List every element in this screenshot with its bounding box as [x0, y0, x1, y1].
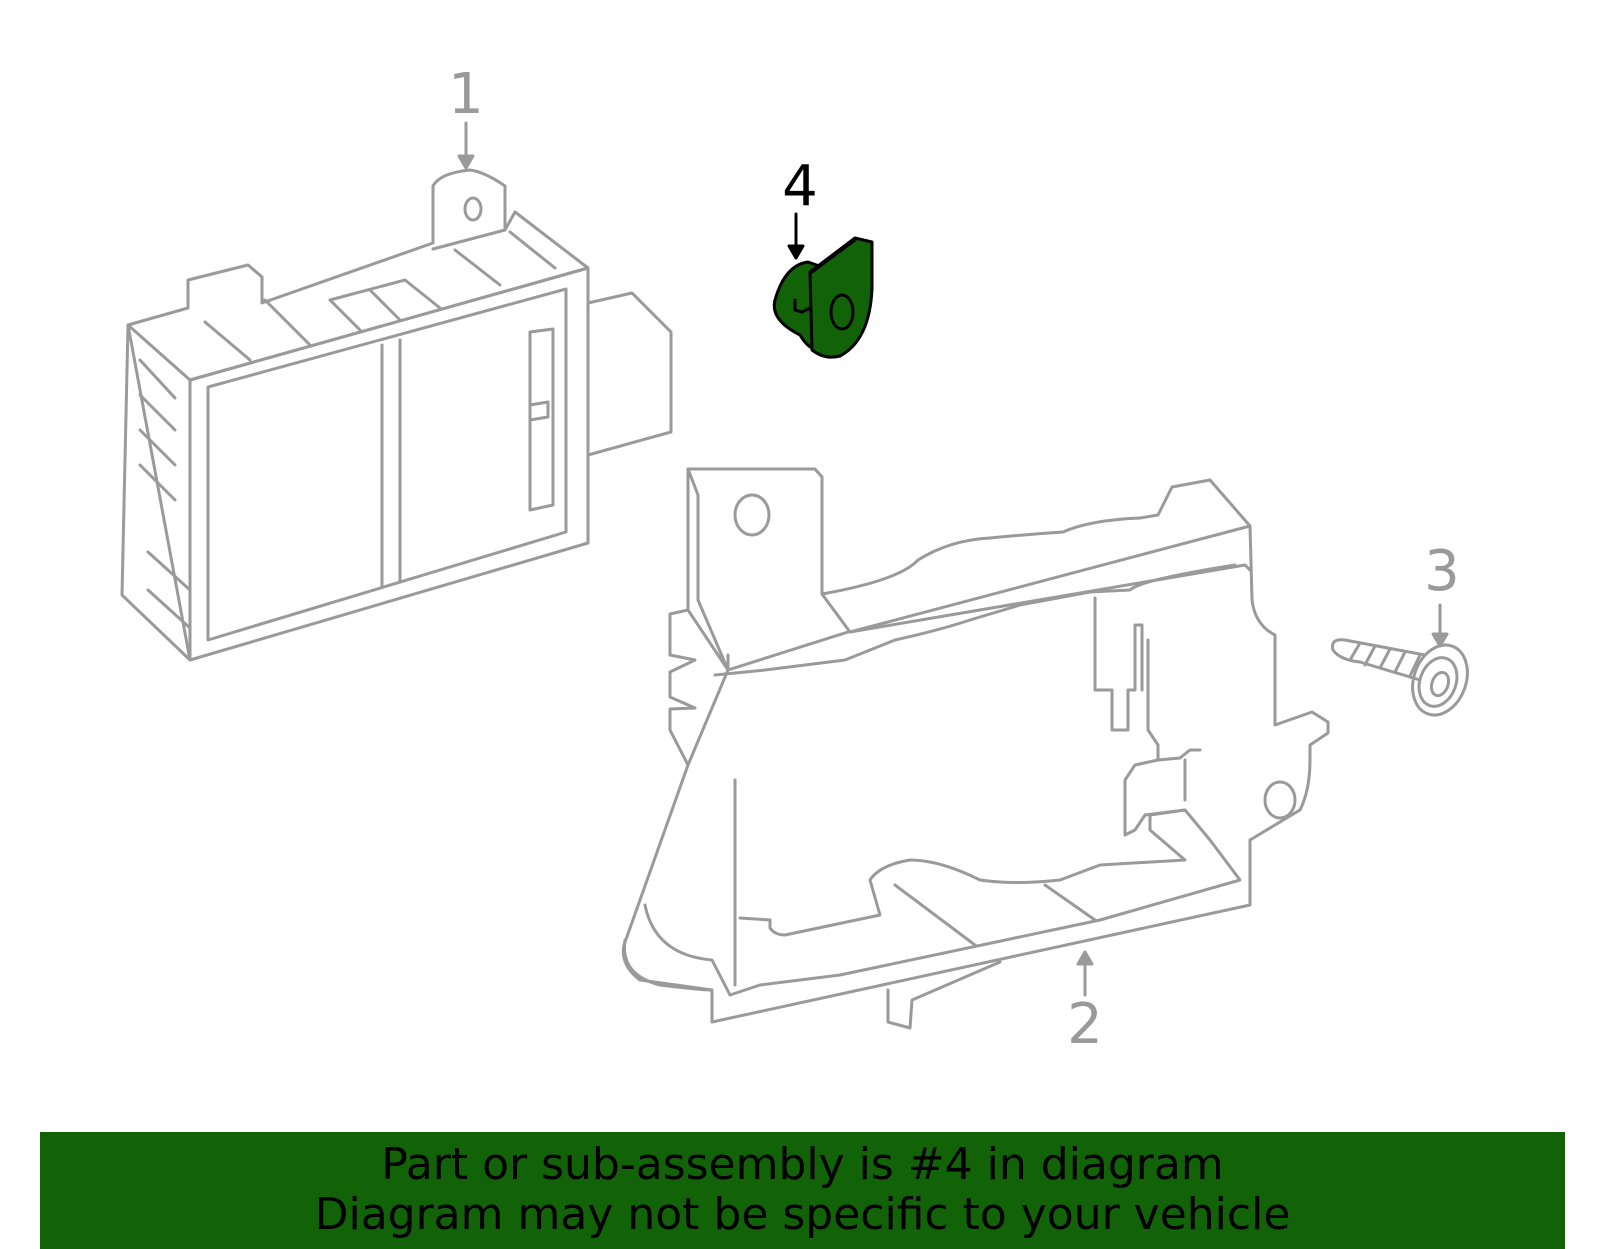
- banner-line-part-note: Part or sub-assembly is #4 in diagram: [381, 1139, 1224, 1190]
- callout-arrows: [457, 121, 1449, 997]
- arrow-3: [1431, 603, 1449, 648]
- arrow-2: [1076, 950, 1094, 997]
- arrow-4: [787, 212, 805, 260]
- arrow-1: [457, 121, 475, 170]
- callout-3: 3: [1424, 539, 1460, 604]
- mounting-bracket-icon: [621, 467, 1330, 1030]
- sensor-clip-icon: [772, 236, 874, 359]
- bolt-icon: [1331, 638, 1469, 717]
- callout-1: 1: [448, 62, 484, 127]
- callout-4: 4: [782, 154, 818, 219]
- callout-2: 2: [1067, 992, 1103, 1057]
- banner-line-disclaimer: Diagram may not be specific to your vehi…: [314, 1189, 1291, 1240]
- info-banner: Part or sub-assembly is #4 in diagram Di…: [40, 1132, 1565, 1249]
- control-module-icon: [120, 168, 673, 662]
